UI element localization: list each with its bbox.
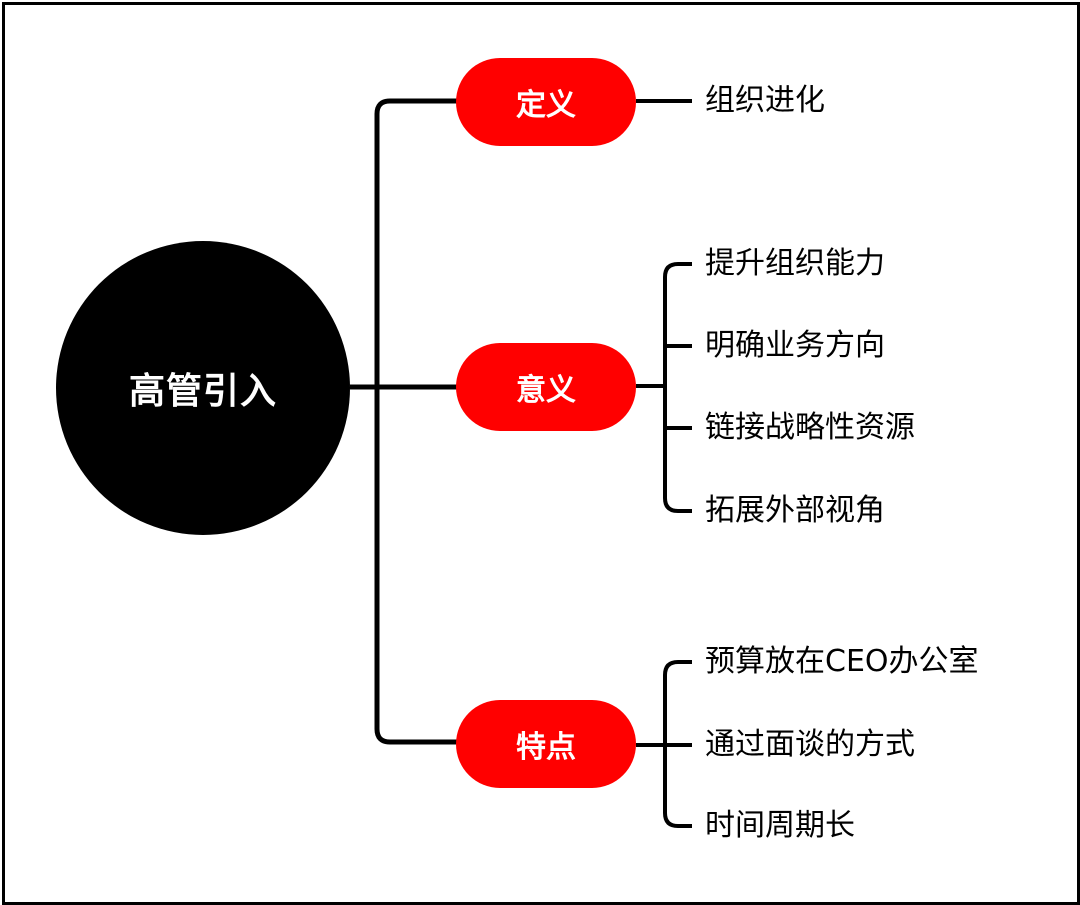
leaf-definition-1: 组织进化 (705, 83, 825, 118)
branch-node-label: 特点 (516, 730, 576, 765)
branch-meaning-bracket (663, 262, 692, 513)
leaf-meaning-3: 链接战略性资源 (705, 410, 915, 445)
branch-node-label: 定义 (516, 88, 576, 123)
branch-node-feature: 特点 (456, 700, 636, 788)
branch-node-meaning: 意义 (456, 343, 636, 431)
leaf-feature-2: 通过面谈的方式 (705, 727, 915, 762)
root-node: 高管引入 (56, 241, 350, 535)
branch-node-definition: 定义 (456, 58, 636, 146)
leaf-meaning-1: 提升组织能力 (705, 246, 885, 281)
branch-node-label: 意义 (516, 373, 576, 408)
leaf-meaning-4: 拓展外部视角 (705, 493, 885, 528)
trunk-connector (374, 98, 458, 745)
leaf-meaning-2: 明确业务方向 (705, 328, 885, 363)
root-node-label: 高管引入 (128, 371, 277, 412)
leaf-feature-1: 预算放在CEO办公室 (705, 644, 979, 679)
leaf-feature-3: 时间周期长 (705, 808, 855, 843)
